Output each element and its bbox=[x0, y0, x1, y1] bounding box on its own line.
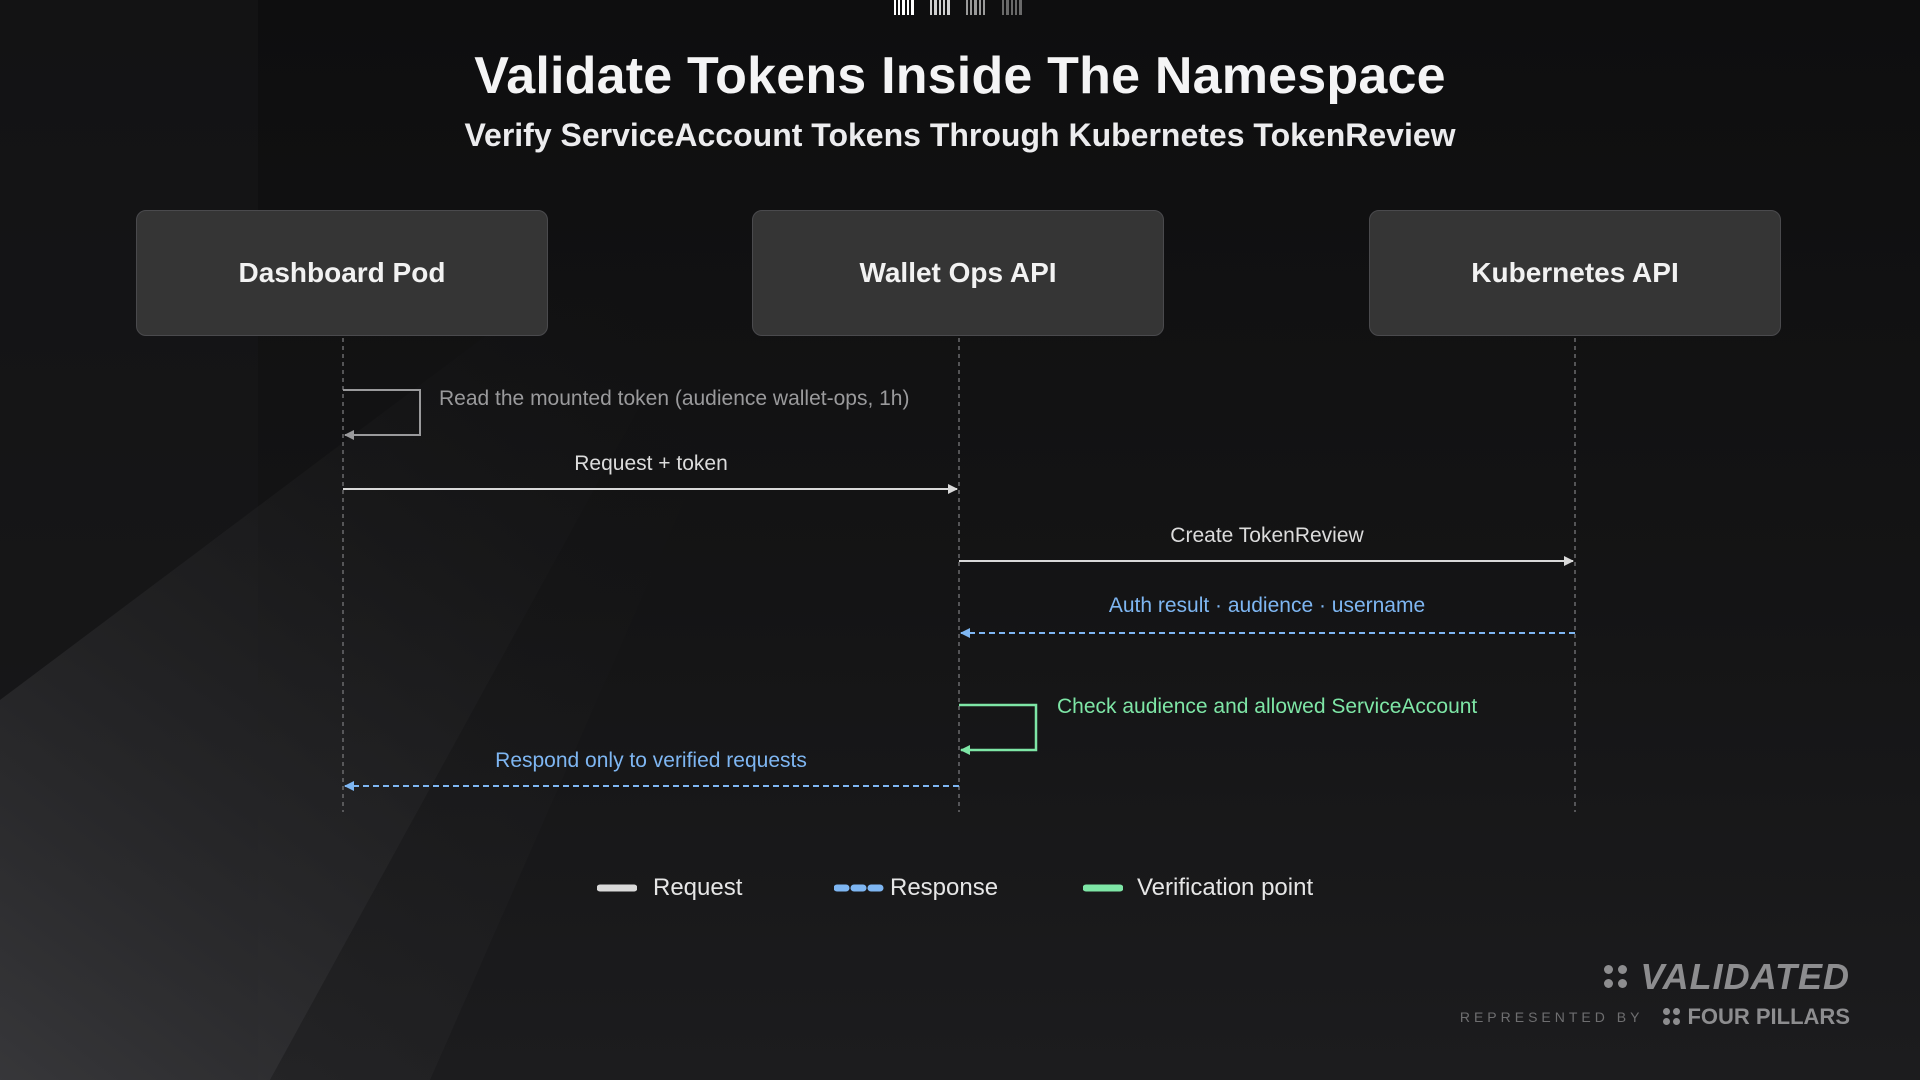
barcode-mark bbox=[894, 0, 1022, 15]
actor-dashboard-pod: Dashboard Pod bbox=[136, 210, 548, 336]
actor-kubernetes-api: Kubernetes API bbox=[1369, 210, 1781, 336]
page-subtitle: Verify ServiceAccount Tokens Through Kub… bbox=[464, 117, 1456, 153]
legend-request-swatch bbox=[597, 884, 637, 892]
message-label-auth-result: Auth result · audience · username bbox=[1108, 594, 1426, 617]
legend-verification-label: Verification point bbox=[1137, 874, 1314, 901]
legend-response-swatch bbox=[834, 884, 884, 892]
legend-request-label: Request bbox=[653, 874, 743, 901]
message-label-request-token: Request + token bbox=[574, 452, 728, 475]
partner-name: FOUR PILLARS bbox=[1687, 1004, 1850, 1029]
page-title: Validate Tokens Inside The Namespace bbox=[474, 47, 1446, 105]
legend-request: Request bbox=[597, 872, 742, 904]
arrow-verification bbox=[959, 703, 1038, 755]
brand-logo: VALIDATED bbox=[1604, 956, 1850, 998]
partner-dots-icon bbox=[1663, 1008, 1681, 1026]
actor-wallet-ops-api: Wallet Ops API bbox=[752, 210, 1164, 336]
legend-response-label: Response bbox=[890, 874, 999, 901]
represented-by: REPRESENTED BY FOUR PILLARS bbox=[1460, 1004, 1850, 1030]
message-label-verification: Check audience and allowed ServiceAccoun… bbox=[1057, 695, 1478, 718]
legend-verification-swatch bbox=[1083, 884, 1123, 892]
arrow-read-token bbox=[343, 389, 421, 440]
message-label-read-token: Read the mounted token (audience wallet-… bbox=[439, 387, 910, 410]
brand-name: VALIDATED bbox=[1640, 956, 1850, 997]
message-label-respond-verified: Respond only to verified requests bbox=[495, 749, 807, 772]
brand-dots-icon bbox=[1604, 965, 1628, 989]
represented-by-label: REPRESENTED BY bbox=[1459, 1009, 1644, 1025]
legend-response: Response bbox=[834, 872, 998, 904]
legend-verification: Verification point bbox=[1083, 872, 1313, 904]
message-label-create-tokenreview: Create TokenReview bbox=[1170, 524, 1364, 547]
